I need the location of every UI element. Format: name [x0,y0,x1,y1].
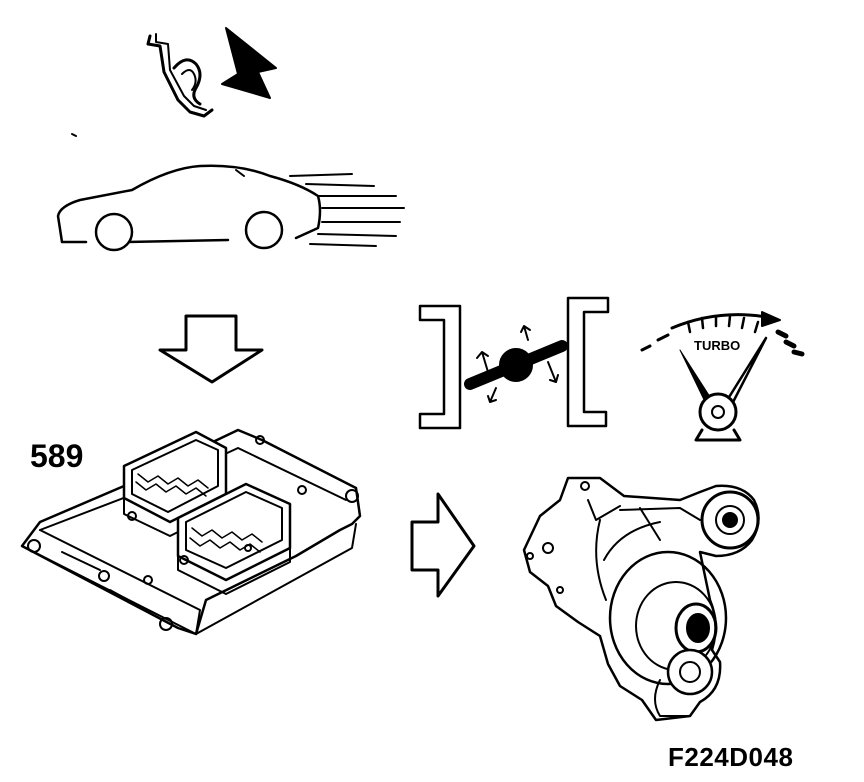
wastegate-valve-icon [418,296,610,430]
ecu-reference-number: 589 [30,438,84,474]
accelerator-pedal-icon [146,33,214,118]
gauge-label: TURBO [694,338,740,353]
right-arrow-icon [410,492,476,598]
down-arrow-icon [158,314,264,384]
car-accelerating-icon [56,133,405,252]
figure-id: F224D048 [668,742,794,772]
boost-gauge-icon [640,311,805,442]
press-arrow-icon [221,27,277,99]
ecu-module-icon [20,428,362,636]
turbocharger-icon [522,476,760,722]
